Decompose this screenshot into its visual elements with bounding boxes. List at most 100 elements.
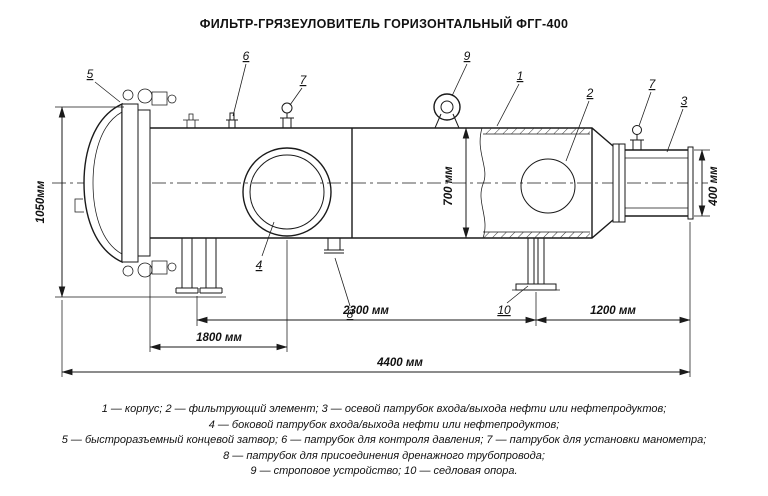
- shell-outline: [150, 127, 614, 239]
- legend-line-2: 4 — боковой патрубок входа/выхода нефти …: [208, 418, 560, 431]
- callout-5: 5: [87, 67, 121, 103]
- technical-drawing: 1050мм 700 мм 400 мм 2300 мм 1200 мм 180…: [35, 49, 720, 377]
- bolt-circle: [167, 262, 177, 272]
- legend-line-5: 9 — строповое устройство; 10 — седловая …: [250, 465, 518, 477]
- manometer-valve: [632, 125, 642, 135]
- manometer-nozzle-left: [280, 102, 294, 128]
- nozzle-outline: [625, 149, 688, 217]
- bolt-circle: [122, 265, 134, 277]
- swing-bolt-top: [122, 88, 177, 106]
- lifting-lug: [433, 93, 461, 129]
- dimension-text: 2300 мм: [342, 305, 389, 317]
- side-nozzle-flange: [242, 147, 332, 237]
- swing-bolt-bottom: [122, 260, 177, 278]
- dimension-overall-height: 1050мм: [35, 106, 226, 298]
- callout-7-right: 7: [638, 77, 657, 127]
- legend-line-4: 8 — патрубок для присоединения дренажног…: [223, 449, 545, 462]
- leader-line: [451, 63, 468, 97]
- lug-ring-inner: [440, 100, 454, 114]
- nozzle-end-flange: [687, 146, 694, 220]
- callout-8: 8: [334, 257, 354, 321]
- callout-number: 5: [87, 67, 94, 81]
- callout-number: 4: [256, 258, 263, 272]
- extension-lines: [55, 106, 226, 298]
- leader-line: [232, 63, 247, 117]
- dimension-support-span: 2300 мм: [196, 222, 691, 377]
- dimension-overall-length: 4400 мм: [61, 300, 691, 377]
- manometer-stub: [630, 135, 644, 150]
- shell-wall-hatch-top: [483, 128, 590, 134]
- saddle-base-plate: [515, 283, 557, 291]
- left-support-legs: [175, 238, 223, 294]
- manometer-nozzle-right: [630, 125, 644, 150]
- nozzle-bore-lines: [625, 157, 688, 209]
- dimension-text: 4400 мм: [376, 357, 423, 369]
- dimension-text: 400 мм: [708, 166, 720, 207]
- leader-line: [496, 83, 520, 127]
- shell-flange: [137, 109, 151, 257]
- leader-line: [565, 100, 590, 162]
- leader-line: [289, 87, 303, 106]
- leader-line: [334, 257, 351, 307]
- manometer-stub: [280, 113, 294, 128]
- leader-line: [94, 81, 121, 103]
- drawing-title: ФИЛЬТР-ГРЯЗЕУЛОВИТЕЛЬ ГОРИЗОНТАЛЬНЫЙ ФГГ…: [199, 17, 569, 31]
- callout-9: 9: [451, 49, 471, 97]
- callout-number: 7: [300, 73, 308, 87]
- callout-4: 4: [256, 221, 275, 272]
- head-side-stub: [74, 198, 84, 213]
- callout-number: 6: [243, 49, 250, 63]
- manometer-valve: [281, 102, 293, 114]
- legend: 1 — корпус; 2 — фильтрующий элемент; 3 —…: [0, 402, 768, 480]
- bolt-circle: [167, 94, 177, 104]
- pressure-control-nozzle: [226, 112, 238, 128]
- filter-element: [520, 158, 576, 214]
- flange-top-fitting: [183, 113, 199, 128]
- hinge-circle: [137, 88, 153, 104]
- dimension-text: 700 мм: [443, 166, 455, 206]
- callout-6: 6: [232, 49, 250, 117]
- bolt-circle: [122, 89, 134, 101]
- legend-line-3: 5 — быстроразъемный концевой затвор; 6 —…: [61, 434, 707, 446]
- leader-line: [506, 285, 529, 304]
- callout-number: 7: [649, 77, 657, 91]
- dimension-text: 1800 мм: [196, 332, 242, 344]
- leader-line: [666, 108, 684, 153]
- hinge-bracket: [151, 91, 168, 106]
- head-inner-line: [92, 111, 123, 255]
- callout-3: 3: [666, 94, 688, 153]
- legend-line-1: 1 — корпус; 2 — фильтрующий элемент; 3 —…: [101, 403, 667, 415]
- extension-lines: [149, 240, 288, 352]
- joint-flange-right: [618, 143, 626, 223]
- shell-wall-hatch-bottom: [483, 232, 590, 238]
- elliptical-head: [83, 102, 123, 264]
- hinge-bracket: [151, 260, 168, 275]
- dimension-shell-diameter: 700 мм: [443, 127, 470, 239]
- quick-opening-closure: [74, 88, 199, 278]
- dimension-nozzle-diameter: 400 мм: [694, 149, 720, 217]
- callout-number: 9: [464, 49, 471, 63]
- joint-flange-left: [612, 143, 620, 223]
- closure-flange: [121, 103, 139, 263]
- dimension-text: 1200 мм: [590, 305, 636, 317]
- vessel-body: [150, 127, 614, 239]
- side-nozzle-bore: [249, 154, 325, 230]
- saddle-support: [512, 238, 560, 291]
- callout-number: 2: [586, 86, 594, 100]
- callout-1: 1: [496, 69, 523, 127]
- callout-number: 3: [681, 94, 688, 108]
- leader-line: [261, 221, 275, 257]
- side-nozzle: [242, 147, 332, 237]
- callout-10: 10: [497, 285, 529, 317]
- axial-nozzle: [612, 143, 694, 223]
- dimension-right-section: 1200 мм: [535, 305, 691, 324]
- leader-line: [638, 91, 652, 127]
- dimension-left-section: 1800 мм: [149, 240, 288, 352]
- drain-nozzle: [324, 238, 344, 254]
- lug-ring-outer: [433, 93, 461, 121]
- lug-base: [434, 113, 460, 129]
- callout-2: 2: [565, 86, 594, 162]
- saddle-web: [527, 238, 545, 284]
- callout-7-left: 7: [289, 73, 308, 106]
- callout-number: 10: [497, 303, 511, 317]
